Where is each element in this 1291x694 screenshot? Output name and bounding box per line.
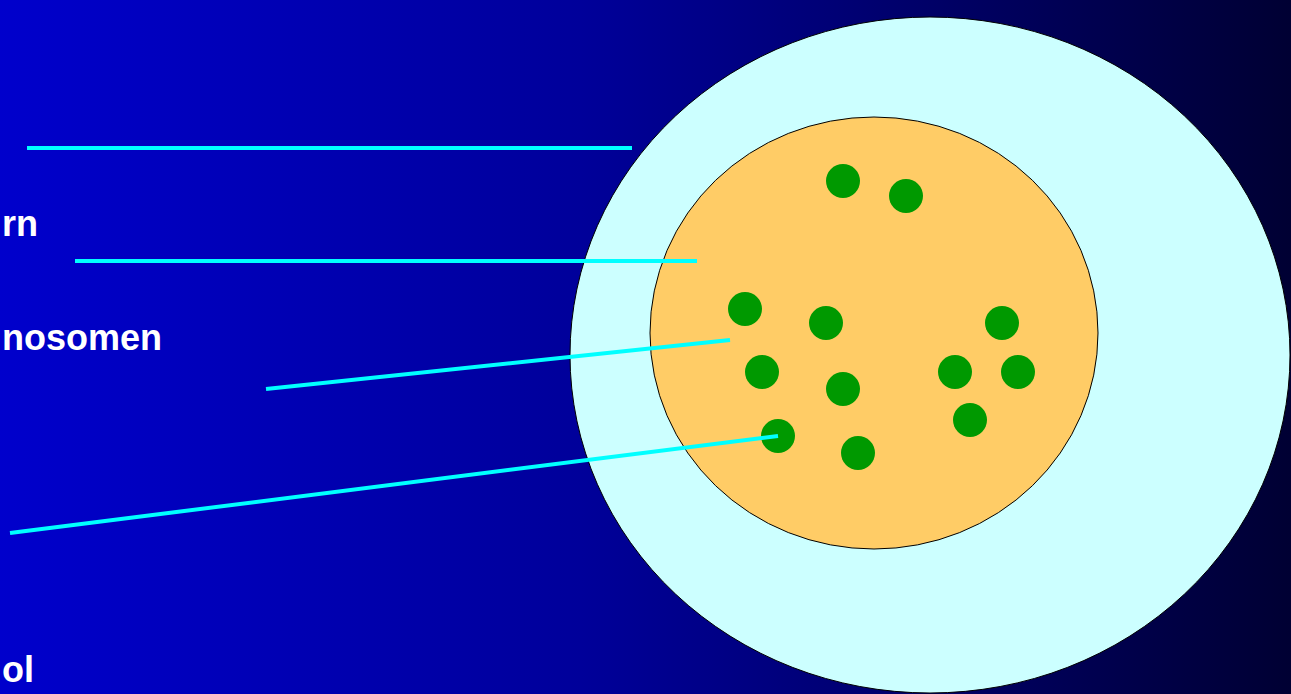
part-label: nosomen <box>2 318 162 358</box>
part-label: rn <box>2 204 38 244</box>
cell-nucleus <box>650 117 1098 549</box>
part-label: ol <box>2 650 34 690</box>
cell-membrane <box>570 17 1290 693</box>
chromosome-dots <box>728 164 1035 470</box>
